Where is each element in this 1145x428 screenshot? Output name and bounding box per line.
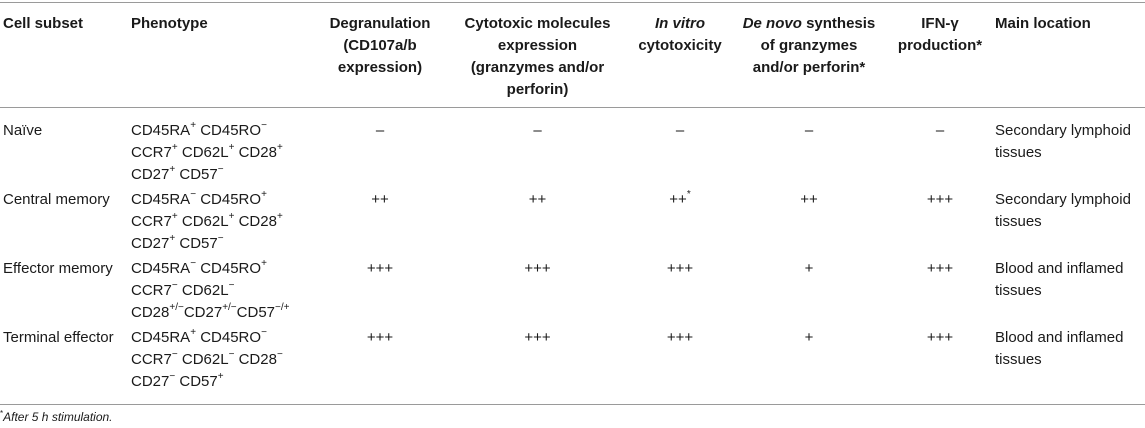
header-ifn-line: production* [897, 37, 983, 54]
header-cytotoxic-line: perforin) [506, 81, 569, 98]
row-invitro: ++* [669, 189, 691, 209]
header-invitro: In vitro cytotoxicity [635, 13, 725, 57]
header-ifn: IFN-γ production* [895, 13, 985, 57]
row-denovo: ++ [800, 191, 818, 208]
row-phenotype: CD45RA+ CD45RO− CCR7+ CD62L+ CD28+ CD27+… [131, 120, 283, 184]
row-cytotoxic: +++ [524, 260, 551, 277]
header-denovo-rest: synthesis [801, 15, 876, 32]
row-subset: Terminal effector [3, 329, 114, 346]
row-invitro: – [675, 122, 685, 139]
header-denovo-italic: De novo [742, 15, 802, 32]
header-main-location: Main location [995, 15, 1091, 32]
row-cytotoxic: ++ [528, 191, 547, 208]
header-cell-subset: Cell subset [3, 15, 84, 32]
header-cytotoxic-line: (granzymes and/or [470, 59, 605, 76]
row-subset: Central memory [3, 191, 110, 208]
row-location: Secondary lymphoid tissues [995, 191, 1131, 230]
row-invitro: +++ [666, 329, 694, 346]
footnote: *After 5 h stimulation. [0, 409, 113, 425]
header-cytotoxic-line: Cytotoxic molecules [464, 15, 611, 32]
header-degranulation-line: Degranulation [329, 15, 431, 32]
header-rule [0, 107, 1145, 108]
row-degranulation: +++ [366, 329, 394, 346]
header-cytotoxic: Cytotoxic molecules expression (granzyme… [450, 13, 625, 101]
header-degranulation: Degranulation (CD107a/b expression) [318, 13, 442, 79]
row-invitro: +++ [666, 260, 694, 277]
row-subset: Naïve [3, 122, 43, 139]
header-degranulation-line: expression) [337, 59, 423, 76]
header-phenotype: Phenotype [131, 15, 208, 32]
row-ifn: +++ [926, 260, 954, 277]
table-top-rule [0, 2, 1145, 3]
row-location: Blood and inflamed tissues [995, 260, 1124, 299]
header-ifn-line: IFN-γ [921, 15, 959, 32]
row-degranulation: +++ [366, 260, 394, 277]
row-ifn: +++ [926, 191, 954, 208]
header-invitro-rest: cytotoxicity [638, 37, 722, 54]
row-denovo: – [804, 122, 814, 139]
header-denovo-line: and/or perforin* [752, 59, 866, 76]
header-invitro-italic: In vitro [654, 15, 705, 32]
footnote-mark: * [0, 409, 4, 418]
row-denovo: + [804, 329, 814, 346]
row-degranulation: ++ [371, 191, 389, 208]
row-degranulation: – [375, 122, 385, 139]
row-phenotype: CD45RA+ CD45RO− CCR7− CD62L− CD28− CD27−… [131, 327, 283, 391]
row-cytotoxic: – [533, 122, 542, 139]
row-location: Secondary lymphoid tissues [995, 122, 1131, 161]
row-cytotoxic: +++ [524, 329, 551, 346]
header-degranulation-line: (CD107a/b [343, 37, 417, 54]
row-ifn: – [935, 122, 945, 139]
row-ifn: +++ [926, 329, 954, 346]
header-denovo-line: of granzymes [760, 37, 858, 54]
row-location: Blood and inflamed tissues [995, 329, 1124, 368]
footnote-text: After 5 h stimulation. [3, 410, 113, 424]
table-bottom-rule [0, 404, 1145, 405]
row-phenotype: CD45RA− CD45RO+ CCR7− CD62L− CD28+/−CD27… [131, 258, 290, 322]
row-subset: Effector memory [3, 260, 113, 277]
header-denovo: De novo synthesis of granzymes and/or pe… [733, 13, 885, 79]
row-denovo: + [804, 260, 814, 277]
header-cytotoxic-line: expression [497, 37, 578, 54]
row-phenotype: CD45RA− CD45RO+ CCR7+ CD62L+ CD28+ CD27+… [131, 189, 283, 253]
